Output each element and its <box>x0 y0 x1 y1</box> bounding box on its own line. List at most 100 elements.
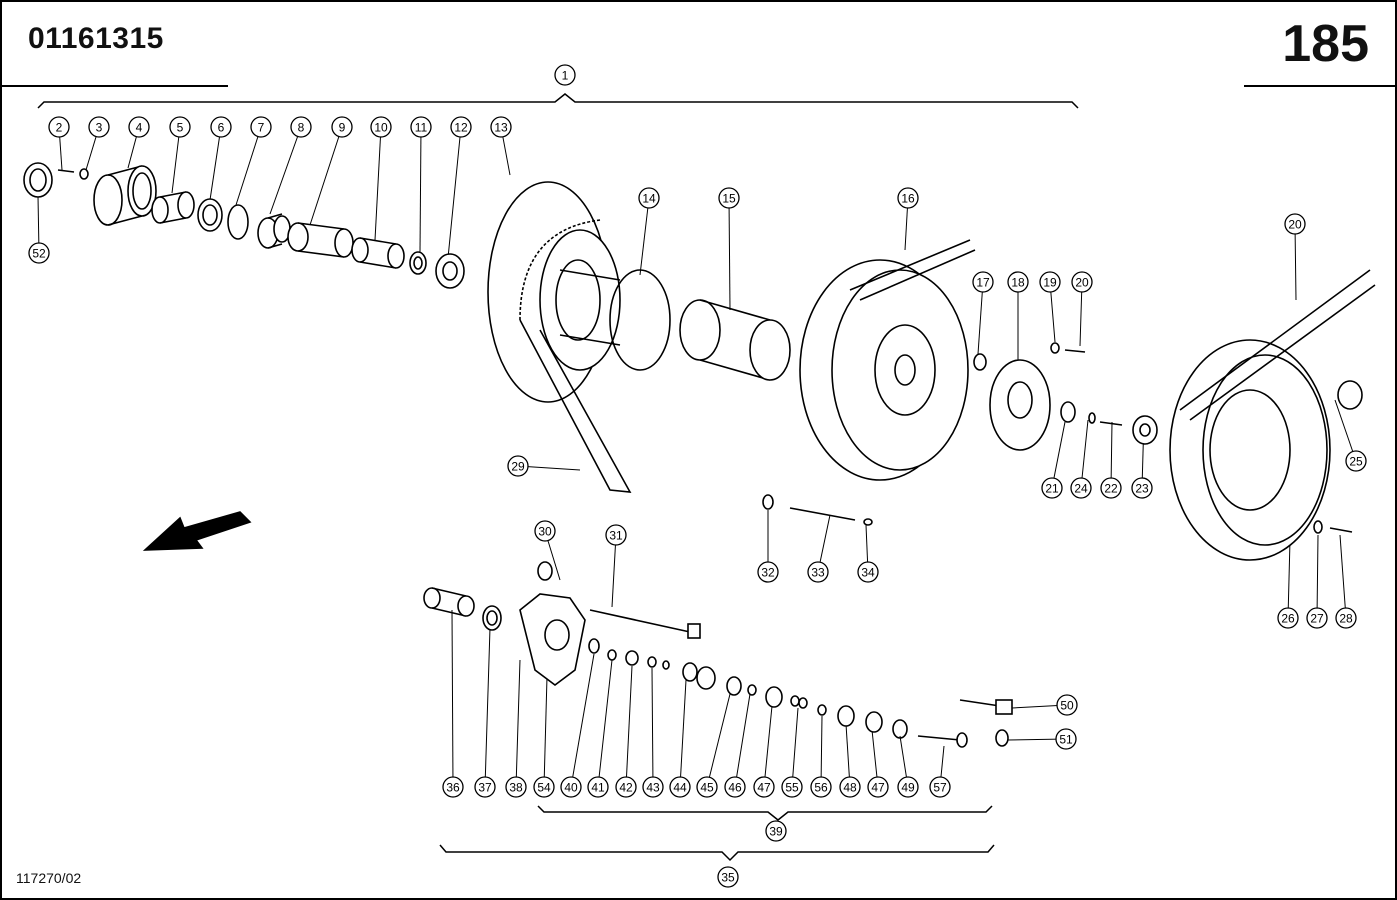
nut-23 <box>1132 415 1158 445</box>
callout-label: 35 <box>721 871 735 885</box>
leader-line-10 <box>374 126 382 241</box>
callout-label: 45 <box>700 781 714 795</box>
leader-lines <box>37 126 1357 788</box>
callout-label: 47 <box>757 781 771 795</box>
callout-39: 39 <box>765 820 787 842</box>
nipple-50 <box>959 699 1013 715</box>
seal-48 <box>837 705 855 727</box>
callout-9: 9 <box>331 116 353 138</box>
cover-ring-14 <box>609 269 671 371</box>
washer-24 <box>1088 412 1096 424</box>
leader-line-22 <box>1110 421 1113 489</box>
callout-56: 56 <box>810 776 832 798</box>
callout-label: 19 <box>1043 276 1057 290</box>
bearing-47a <box>765 686 783 708</box>
callout-label: 3 <box>96 121 103 135</box>
callout-19: 19 <box>1039 271 1061 293</box>
ring-43 <box>647 656 657 668</box>
hub-sleeve-4 <box>93 165 157 226</box>
leader-line-20 <box>1079 281 1083 347</box>
callout-20: 20 <box>1284 213 1306 235</box>
callout-label: 56 <box>814 781 828 795</box>
callout-label: 36 <box>446 781 460 795</box>
leader-line-55 <box>791 707 799 788</box>
pulley-half-26 <box>1169 269 1376 561</box>
hub-flange-17 <box>989 359 1051 451</box>
o-ring-7 <box>227 204 249 240</box>
callout-label: 20 <box>1075 276 1089 290</box>
callout-label: 52 <box>32 247 46 261</box>
plug-25 <box>1337 380 1363 410</box>
callout-label: 54 <box>537 781 551 795</box>
callout-label: 47 <box>871 781 885 795</box>
leader-line-6 <box>209 126 222 201</box>
seal-37 <box>482 605 502 631</box>
reference-number: 117270/02 <box>16 870 82 886</box>
callout-label: 27 <box>1310 612 1324 626</box>
leader-line-56 <box>820 715 823 788</box>
group-braces <box>37 93 1079 862</box>
callout-label: 38 <box>509 781 523 795</box>
leader-line-43 <box>651 667 654 788</box>
bolt-2 <box>57 169 75 173</box>
leader-line-21 <box>1051 421 1066 489</box>
needle-bearing-8 <box>257 213 291 249</box>
direction-arrow <box>142 511 252 551</box>
callout-18: 18 <box>1007 271 1029 293</box>
leader-line-42 <box>625 665 633 788</box>
callout-34: 34 <box>857 561 879 583</box>
callout-label: 15 <box>722 192 736 206</box>
callout-label: 33 <box>811 566 825 580</box>
pin-33 <box>789 507 856 521</box>
callout-label: 13 <box>494 121 508 135</box>
leader-line-37 <box>484 627 491 788</box>
callout-label: 14 <box>642 192 656 206</box>
callout-label: 17 <box>976 276 990 290</box>
sleeve-36 <box>423 587 475 617</box>
callout-38: 38 <box>505 776 527 798</box>
callout-16: 16 <box>897 187 919 209</box>
callout-label: 25 <box>1349 455 1363 469</box>
callout-33: 33 <box>807 561 829 583</box>
page-number: 185 <box>1282 15 1369 73</box>
callout-label: 16 <box>901 192 915 206</box>
callout-37: 37 <box>474 776 496 798</box>
callout-label: 43 <box>646 781 660 795</box>
callout-47: 47 <box>753 776 775 798</box>
leader-line-40 <box>570 653 595 788</box>
callout-49: 49 <box>897 776 919 798</box>
callout-57: 57 <box>929 776 951 798</box>
bearing-12 <box>435 253 465 289</box>
leader-line-5 <box>171 126 181 194</box>
callout-45: 45 <box>696 776 718 798</box>
callout-label: 41 <box>591 781 605 795</box>
ring-46 <box>747 684 757 696</box>
callout-14: 14 <box>638 187 660 209</box>
callout-8: 8 <box>290 116 312 138</box>
callout-label: 4 <box>136 121 143 135</box>
callout-label: 57 <box>933 781 947 795</box>
callout-label: 51 <box>1059 733 1073 747</box>
callout-23: 23 <box>1131 477 1153 499</box>
callout-label: 20 <box>1288 218 1302 232</box>
bolt-22 <box>1099 421 1123 426</box>
callout-4: 4 <box>128 116 150 138</box>
leader-line-8 <box>269 126 302 215</box>
callout-label: 44 <box>673 781 687 795</box>
callout-21: 21 <box>1041 477 1063 499</box>
callout-15: 15 <box>718 187 740 209</box>
callout-3: 3 <box>88 116 110 138</box>
o-ring-40 <box>588 638 600 654</box>
drawing-number: 01161315 <box>28 22 164 55</box>
callout-50: 50 <box>1056 694 1078 716</box>
ring-30 <box>537 561 553 581</box>
callout-label: 18 <box>1011 276 1025 290</box>
callout-10: 10 <box>370 116 392 138</box>
leader-line-20 <box>1294 223 1297 301</box>
shaft-57 <box>917 732 968 748</box>
callout-label: 5 <box>177 121 184 135</box>
callout-42: 42 <box>615 776 637 798</box>
nut-51 <box>995 729 1009 747</box>
callout-label: 30 <box>538 525 552 539</box>
